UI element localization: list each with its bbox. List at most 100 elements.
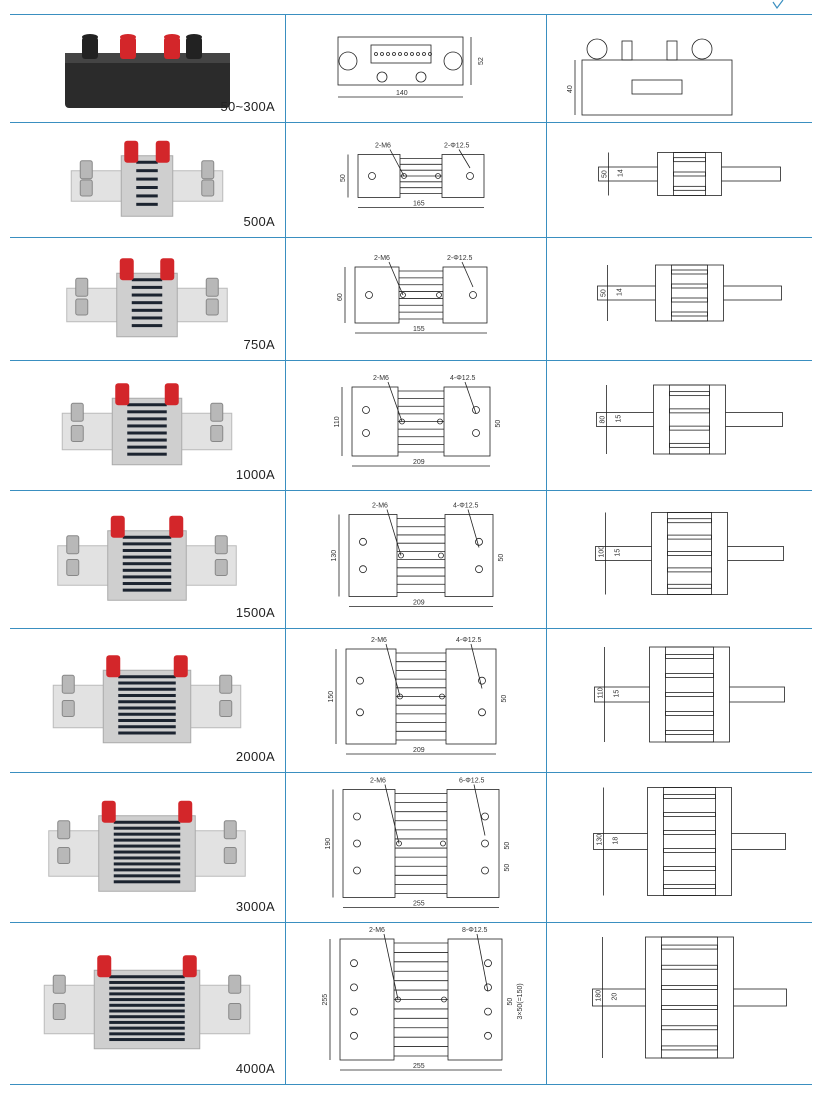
top-view-drawing: 2-M6 2-Φ12.5 155 60	[337, 255, 488, 334]
pitch-dimension: 50	[498, 554, 505, 562]
mount-hole-label: 4-Φ12.5	[450, 375, 476, 382]
thickness-dimension: 18	[613, 837, 620, 845]
top-view-drawing: 140 52	[337, 36, 485, 98]
length-dimension: 255	[413, 1063, 425, 1070]
current-rating-label: 1000A	[235, 467, 275, 482]
side-height-dimension: 110	[598, 687, 605, 698]
shunt-photo	[61, 383, 233, 466]
current-rating-label: 2000A	[235, 749, 275, 764]
current-rating-label: 500A	[243, 214, 275, 229]
thread-hole-label: 2-M6	[373, 375, 389, 382]
product-photo-cell: 1000A	[10, 360, 286, 491]
current-rating-label: 3000A	[235, 899, 275, 914]
thread-hole-label: 2-M6	[375, 143, 391, 150]
product-photo-cell: 3000A	[10, 772, 286, 923]
shunt-photo	[52, 655, 242, 744]
thickness-dimension: 20	[612, 993, 619, 1001]
current-rating-label: 750A	[243, 337, 275, 352]
current-rating-label: 1500A	[235, 605, 275, 620]
side-height-dimension: 40	[567, 85, 574, 93]
side-height-dimension: 100	[599, 546, 606, 558]
pitch-dimension: 50	[501, 695, 508, 703]
length-dimension: 140	[396, 90, 408, 97]
shunt-photo	[65, 34, 230, 108]
side-height-dimension: 50	[601, 289, 608, 297]
mount-hole-label: 6-Φ12.5	[459, 778, 485, 785]
thread-hole-label: 2-M6	[371, 637, 387, 644]
thickness-dimension: 15	[616, 415, 623, 423]
shunt-photo	[70, 140, 224, 217]
top-view-cell: 140 52	[285, 15, 547, 123]
side-view-cell: 180 20	[546, 922, 812, 1085]
side-view-cell: 80 15	[546, 360, 812, 491]
pitch-dimension: 50	[507, 998, 514, 1006]
height-dimension: 150	[328, 691, 335, 703]
height-dimension: 60	[337, 293, 344, 301]
top-rule	[10, 14, 812, 15]
length-dimension: 209	[413, 600, 425, 607]
product-photo-cell: 500A	[10, 122, 286, 238]
mount-hole-label: 2-Φ12.5	[447, 255, 473, 262]
thickness-dimension: 15	[614, 690, 621, 698]
top-view-drawing: 2-M6 2-Φ12.5 165 50	[340, 143, 485, 208]
product-photo-cell: 750A	[10, 237, 286, 361]
top-view-cell: 2-M6 2-Φ12.5 155 60	[285, 237, 547, 361]
top-view-cell: 2-M6 2-Φ12.5 165 50	[285, 122, 547, 238]
length-dimension: 255	[413, 901, 425, 908]
height-dimension: 255	[322, 994, 329, 1006]
length-dimension: 209	[413, 747, 425, 754]
height-dimension: 190	[325, 838, 332, 850]
length-dimension: 209	[413, 459, 425, 466]
shunt-photo	[66, 258, 228, 338]
check-mark-icon	[772, 0, 784, 10]
height-dimension: 50	[340, 174, 347, 182]
side-view-drawing: 180 20	[592, 936, 787, 1059]
side-view-drawing: 40	[567, 38, 733, 116]
shunt-photo	[48, 800, 246, 892]
pitch-dimension: 50	[495, 420, 502, 428]
side-height-dimension: 180	[596, 990, 603, 1002]
mount-hole-label: 4-Φ12.5	[453, 503, 479, 510]
height-dimension: 52	[478, 57, 485, 65]
thread-hole-label: 2-M6	[374, 255, 390, 262]
pitch-dimension: 50	[504, 842, 511, 850]
shunt-row: 50~300A 140 52 40	[10, 15, 812, 123]
product-photo-cell: 1500A	[10, 490, 286, 629]
length-dimension: 165	[413, 201, 425, 208]
side-height-dimension: 80	[600, 416, 607, 424]
length-dimension: 155	[413, 326, 425, 333]
top-view-drawing: 2-M6 4-Φ12.5 209 110 50	[334, 375, 502, 467]
side-view-drawing: 110 15	[594, 646, 785, 743]
shunt-photo	[43, 955, 251, 1050]
current-rating-label: 50~300A	[220, 99, 275, 114]
height-dimension: 130	[331, 550, 338, 562]
mount-hole-label: 2-Φ12.5	[444, 143, 470, 150]
thickness-dimension: 14	[618, 169, 625, 177]
height-dimension: 110	[334, 416, 341, 427]
current-rating-label: 4000A	[235, 1061, 275, 1076]
thread-hole-label: 2-M6	[369, 927, 385, 934]
shunt-photo	[57, 515, 237, 601]
thread-hole-label: 2-M6	[370, 778, 386, 785]
product-photo-cell: 4000A	[10, 922, 286, 1085]
pitch-total-dimension: 3×50(=150)	[517, 983, 524, 1019]
product-photo-cell: 2000A	[10, 628, 286, 773]
